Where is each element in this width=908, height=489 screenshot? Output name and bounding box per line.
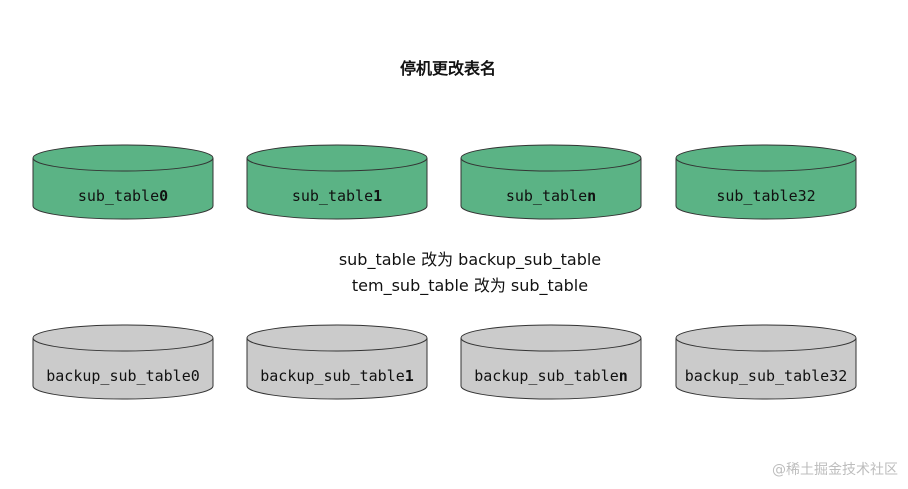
label-prefix: backup_sub_table <box>260 367 405 385</box>
database-cylinder-icon <box>32 324 214 400</box>
cylinder-label: backup_sub_table1 <box>244 367 430 385</box>
label-prefix: sub_table <box>716 187 798 205</box>
database-cylinder-icon <box>675 144 857 220</box>
label-suffix: n <box>618 367 628 385</box>
cylinder-label: backup_sub_table0 <box>30 367 216 385</box>
database-cylinder-icon <box>246 324 428 400</box>
database-cylinder-icon <box>32 144 214 220</box>
database-cylinder-icon <box>246 144 428 220</box>
cylinder-label: sub_table0 <box>30 187 216 205</box>
label-prefix: sub_table <box>505 187 588 205</box>
database-cylinder-icon <box>675 324 857 400</box>
rename-note: sub_table 改为 backup_sub_table tem_sub_ta… <box>32 247 908 299</box>
cylinder-label: sub_table1 <box>244 187 430 205</box>
cylinder-label: backup_sub_tablen <box>458 367 644 385</box>
cylinder-sub-table-1: sub_table1 <box>244 143 430 221</box>
diagram-title: 停机更改表名 <box>399 59 496 78</box>
label-suffix: 32 <box>797 187 816 205</box>
watermark-text: @稀土掘金技术社区 <box>772 462 898 478</box>
label-suffix: 0 <box>159 187 169 205</box>
cylinder-label: backup_sub_table32 <box>673 367 859 385</box>
label-suffix: 32 <box>829 367 848 385</box>
cylinder-backup-sub-table-1: backup_sub_table1 <box>244 323 430 401</box>
label-prefix: backup_sub_table <box>474 367 619 385</box>
label-prefix: sub_table <box>77 187 160 205</box>
cylinder-sub-table-32: sub_table32 <box>673 143 859 221</box>
label-suffix: 0 <box>190 367 200 385</box>
label-suffix: 1 <box>404 367 414 385</box>
cylinder-sub-table-n: sub_tablen <box>458 143 644 221</box>
cylinder-backup-sub-table-32: backup_sub_table32 <box>673 323 859 401</box>
cylinder-backup-sub-table-n: backup_sub_tablen <box>458 323 644 401</box>
label-suffix: 1 <box>373 187 383 205</box>
label-prefix: backup_sub_table <box>46 367 191 385</box>
database-cylinder-icon <box>460 324 642 400</box>
cylinder-backup-sub-table-0: backup_sub_table0 <box>30 323 216 401</box>
rename-note-line-1: sub_table 改为 backup_sub_table <box>338 250 602 269</box>
rename-note-line-2: tem_sub_table 改为 sub_table <box>351 276 589 295</box>
label-prefix: sub_table <box>291 187 374 205</box>
label-prefix: backup_sub_table <box>684 367 830 385</box>
cylinder-label: sub_table32 <box>673 187 859 205</box>
database-cylinder-icon <box>460 144 642 220</box>
cylinder-label: sub_tablen <box>458 187 644 205</box>
cylinder-sub-table-0: sub_table0 <box>30 143 216 221</box>
label-suffix: n <box>587 187 597 205</box>
